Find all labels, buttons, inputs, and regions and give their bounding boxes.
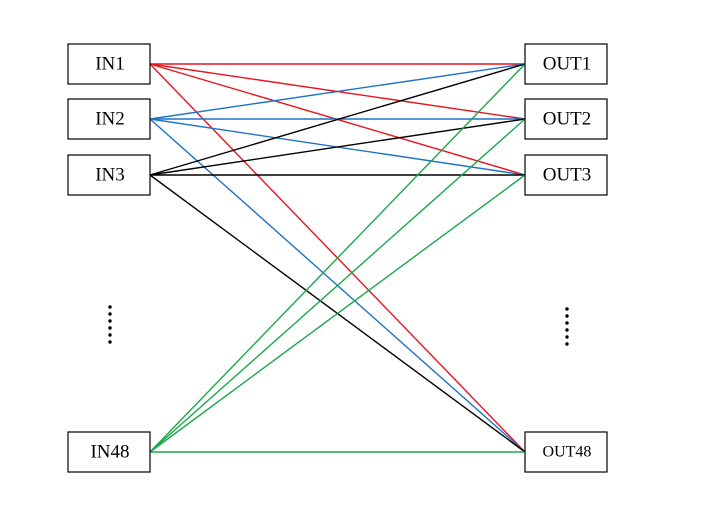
input-label-in48: IN48 (90, 442, 129, 463)
input-box-in1: IN1 (67, 43, 151, 85)
connection-in48-out3 (149, 174, 526, 453)
input-label-in3: IN3 (95, 165, 125, 186)
connection-in48-out2 (149, 118, 526, 453)
output-ellipsis (565, 307, 569, 346)
connection-in2-out1 (149, 63, 526, 120)
connection-lines (149, 63, 526, 453)
output-label-out2: OUT2 (543, 109, 592, 130)
input-box-in48: IN48 (67, 431, 151, 473)
input-label-in2: IN2 (95, 109, 125, 130)
output-label-out1: OUT1 (543, 54, 592, 75)
input-box-in3: IN3 (67, 154, 151, 196)
output-box-out2: OUT2 (524, 98, 608, 140)
input-box-in2: IN2 (67, 98, 151, 140)
output-label-out3: OUT3 (543, 165, 592, 186)
output-box-out3: OUT3 (524, 154, 608, 196)
output-box-out1: OUT1 (524, 43, 608, 85)
input-ellipsis (108, 305, 112, 344)
input-label-in1: IN1 (95, 54, 125, 75)
connection-in48-out1 (149, 63, 526, 453)
output-label-out48: OUT48 (543, 444, 592, 461)
connection-in3-out1 (149, 63, 526, 176)
output-box-out48: OUT48 (524, 431, 608, 473)
